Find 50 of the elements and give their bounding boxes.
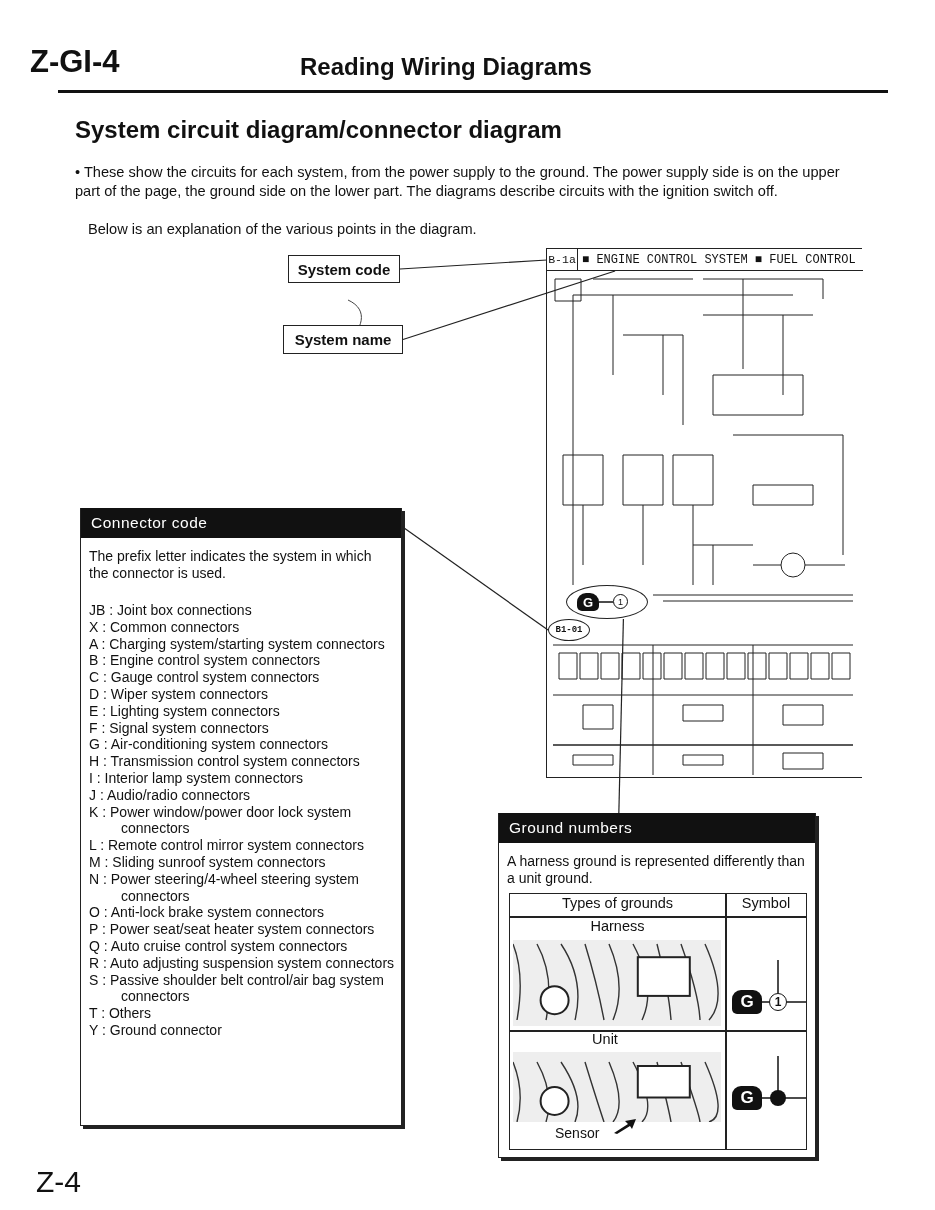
connector-code-panel <box>80 508 402 1126</box>
connector-code-item: S : Passive shoulder belt control/air bag system connectors <box>88 971 385 1006</box>
connector-code-item: K : Power window/power door lock system connectors <box>88 803 353 838</box>
row-label: Harness <box>589 918 646 936</box>
connector-code-item: G : Air-conditioning system connectors <box>88 736 329 754</box>
connector-code-item: Q : Auto cruise control system connectors <box>88 937 349 955</box>
connector-code-item: E : Lighting system connectors <box>88 702 281 720</box>
connector-code-item: I : Interior lamp system connectors <box>88 769 304 787</box>
system-name: ■ ENGINE CONTROL SYSTEM ■ FUEL CONTROL <box>578 249 863 271</box>
table-header: Types of grounds <box>560 895 675 913</box>
page-number: Z-4 <box>36 1165 82 1200</box>
connector-code-item: B : Engine control system connectors <box>88 652 322 670</box>
panel-description: The prefix letter indicates the system in which the connector is used. <box>88 547 373 583</box>
intro-note: Below is an explanation of the various points in the diagram. <box>88 221 478 239</box>
connector-code-item: T : Others <box>88 1005 152 1022</box>
connector-code-item: D : Wiper system connectors <box>88 686 269 703</box>
leader-line <box>399 259 548 270</box>
connector-code-item: M : Sliding sunroof system connectors <box>88 853 327 871</box>
connector-code-item: N : Power steering/4-wheel steering system connectors <box>88 870 360 905</box>
page-title: Reading Wiring Diagrams <box>300 53 593 81</box>
connector-code-item: A : Charging system/starting system connectors <box>88 635 386 653</box>
connector-code-item: J : Audio/radio connectors <box>88 786 252 804</box>
connector-code-item: C : Gauge control system connectors <box>88 669 321 686</box>
connector-code-item: Y : Ground connector <box>88 1021 223 1039</box>
connector-code-callout: B1-01 <box>548 619 590 641</box>
section-heading: System circuit diagram/connector diagram <box>75 116 563 145</box>
connector-code-item: F : Signal system connectors <box>88 719 270 737</box>
connector-code-item: X : Common connectors <box>88 618 241 636</box>
intro-paragraph: • These show the circuits for each system, from the power supply to the ground. The power supply side is on the upper part of the page, the ground side on the lower part. The diagrams describe circuits with the ignition switch off. <box>75 163 841 201</box>
table-header: Symbol <box>740 895 792 913</box>
connector-code-item: JB : Joint box connections <box>88 602 253 619</box>
label-box: System code <box>288 255 400 283</box>
leader-line <box>402 270 616 341</box>
ground-symbol: G <box>732 1086 762 1110</box>
ground-symbol: G <box>732 990 762 1014</box>
label-box: System name <box>283 325 403 354</box>
page-code: Z-GI-4 <box>30 44 121 81</box>
connector-code-item: L : Remote control mirror system connectors <box>88 837 365 854</box>
leader-line <box>618 618 624 814</box>
system-code: B-1a <box>547 249 578 271</box>
panel-description: A harness ground is represented differently than a unit ground. <box>506 852 806 888</box>
row-label: Unit <box>591 1031 619 1049</box>
connector-code-item: P : Power seat/seat heater system connectors <box>88 921 376 938</box>
ground-number: 1 <box>613 594 628 609</box>
panel-heading: Connector code <box>81 508 401 538</box>
connector-code-item: O : Anti-lock brake system connectors <box>88 904 325 922</box>
connector-code-item: H : Transmission control system connectors <box>88 753 361 770</box>
ground-symbol: G <box>577 593 599 611</box>
panel-heading: Ground numbers <box>499 813 815 843</box>
connector-code-item: R : Auto adjusting suspension system connectors <box>88 954 396 972</box>
